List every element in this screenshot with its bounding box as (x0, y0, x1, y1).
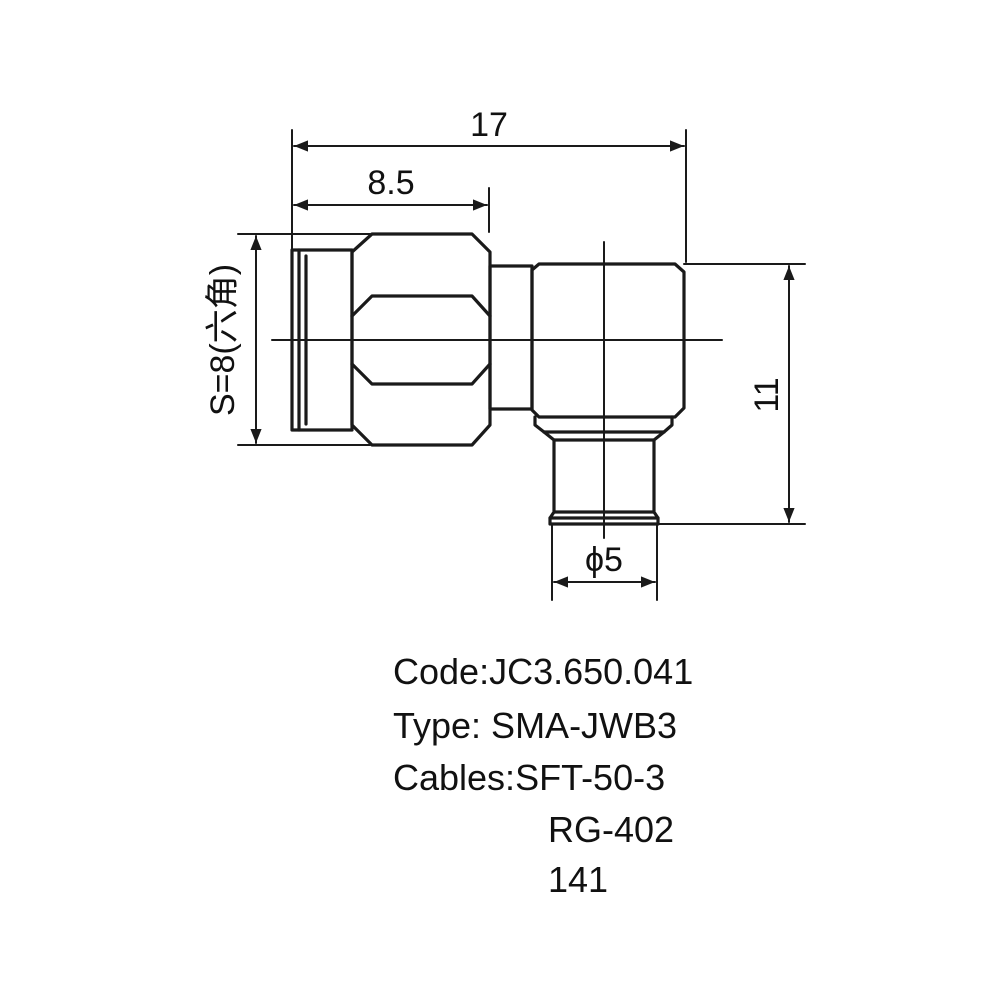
dim-label-11: 11 (748, 377, 786, 412)
spec-type: Type: SMA-JWB3 (393, 705, 678, 746)
hex-nut (350, 232, 492, 447)
extension-lines (237, 129, 806, 601)
elbow-body (530, 262, 686, 419)
neck (488, 264, 534, 411)
spec-code: Code:JC3.650.041 (393, 651, 694, 692)
connector-body (290, 232, 686, 526)
dim-label-17: 17 (470, 106, 508, 144)
dim-label-hex-size: S=8(六角) (204, 264, 242, 416)
spec-cables: Cables:SFT-50-3 (393, 757, 666, 798)
dim-label-diameter: ϕ5 (585, 541, 623, 579)
spec-cable-141: 141 (548, 859, 609, 900)
center-lines (271, 241, 723, 539)
dim-label-8-5: 8.5 (367, 164, 414, 202)
spec-cable-rg402: RG-402 (548, 809, 675, 850)
dimension-lines (250, 140, 795, 588)
